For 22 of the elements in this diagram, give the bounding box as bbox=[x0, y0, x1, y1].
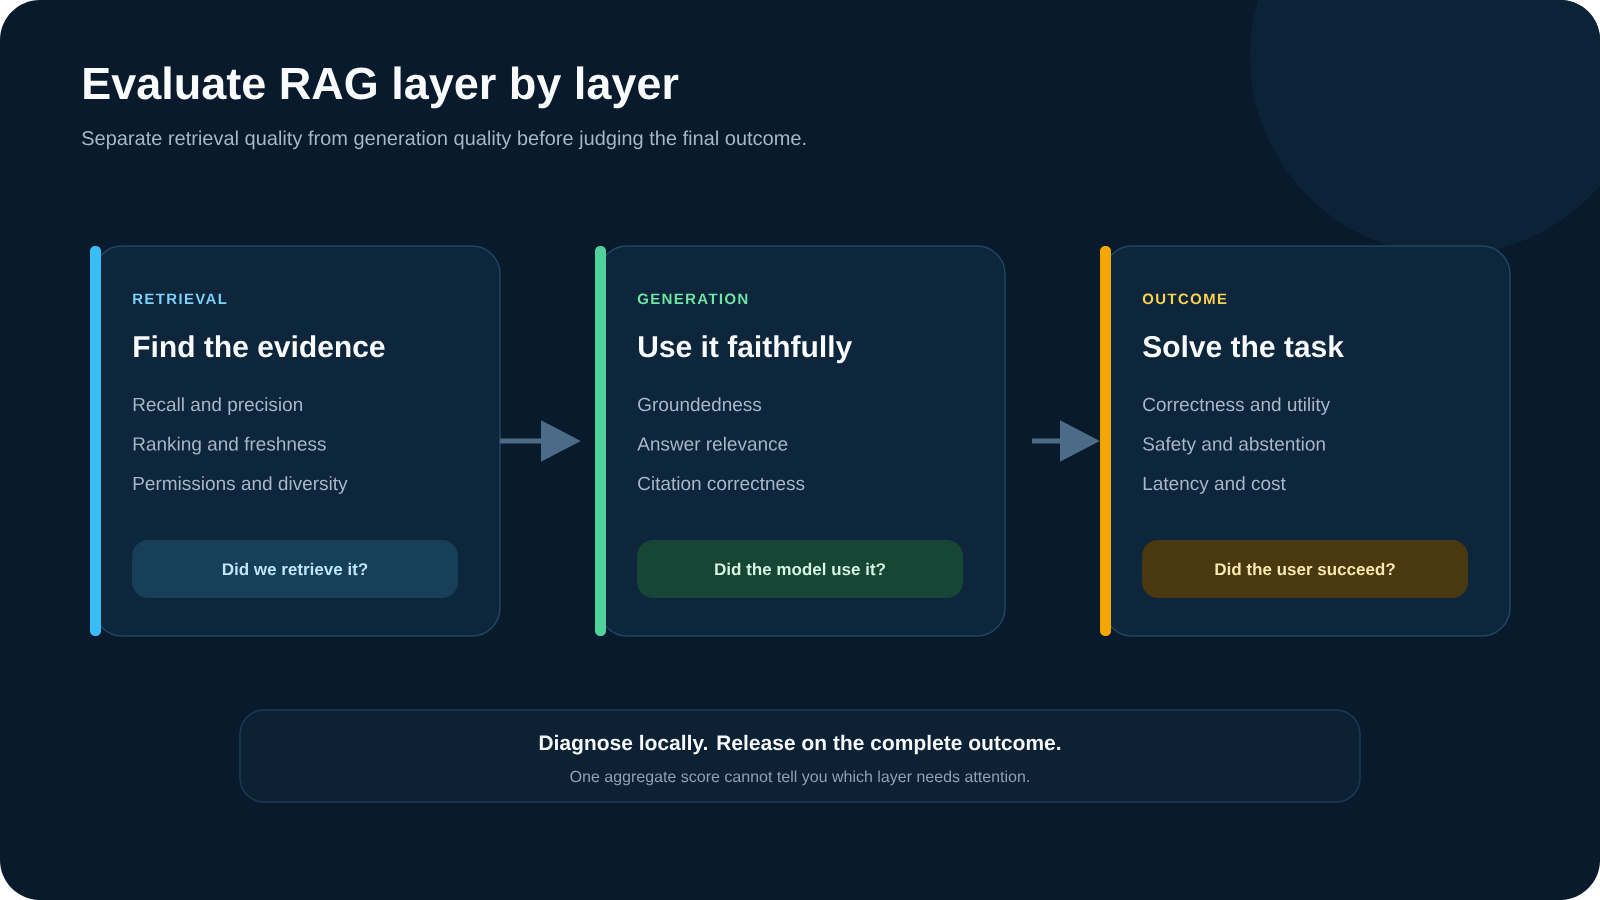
list-item: Citation correctness bbox=[638, 476, 805, 491]
card-heading: Find the evidence bbox=[134, 335, 385, 358]
category-label: RETRIEVAL bbox=[133, 293, 227, 304]
note-heading: Diagnose locally. Release on the complete outcome. bbox=[539, 734, 1061, 755]
title: Evaluate RAG layer by layer bbox=[84, 66, 679, 109]
card-heading: Use it faithfully bbox=[639, 335, 853, 364]
list-item: Latency and cost bbox=[1143, 476, 1286, 494]
category-label: GENERATION bbox=[637, 293, 748, 305]
question-pill: Did the model use it? bbox=[637, 540, 963, 598]
list-item: Groundedness bbox=[638, 397, 762, 412]
list-item: Ranking and freshness bbox=[133, 436, 326, 455]
question-pill: Did the user succeed? bbox=[1142, 540, 1468, 598]
category-label: OUTCOME bbox=[1142, 293, 1227, 305]
list-item: Recall and precision bbox=[133, 397, 302, 415]
subtitle: Separate retrieval quality from generation quality before judging the final outcome. bbox=[82, 130, 806, 150]
list-item: Answer relevance bbox=[637, 436, 788, 451]
list-item: Safety and abstention bbox=[1143, 436, 1325, 455]
list-item: Permissions and diversity bbox=[133, 476, 348, 494]
question-pill: Did we retrieve it? bbox=[132, 540, 458, 598]
list-item: Correctness and utility bbox=[1143, 397, 1331, 415]
card-heading: Solve the task bbox=[1143, 335, 1344, 358]
note-text: One aggregate score cannot tell you which layer needs attention. bbox=[570, 770, 1029, 786]
